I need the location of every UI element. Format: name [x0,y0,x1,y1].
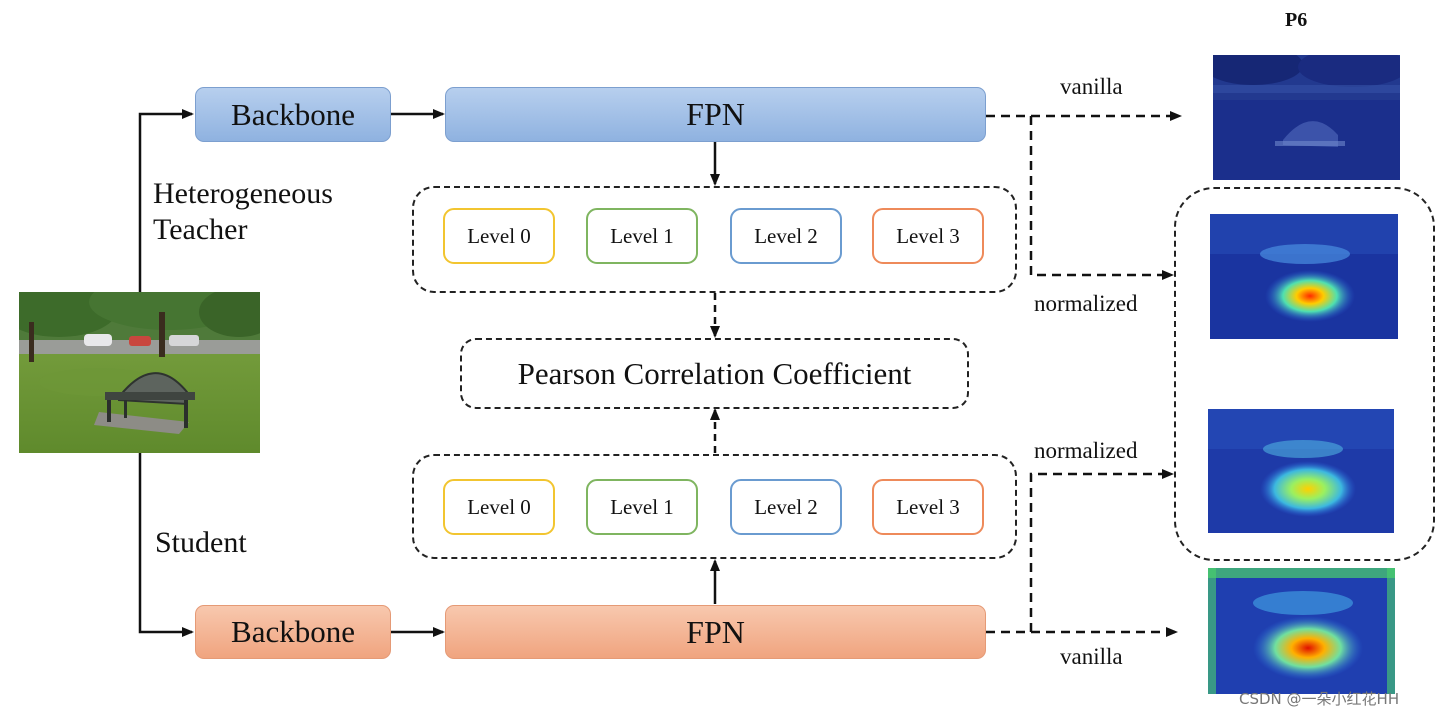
student-normalized-label: normalized [1034,438,1138,463]
student-backbone-label: Backbone [231,614,355,649]
student-levels-group [412,454,1017,559]
teacher-fpn-block: FPN [445,87,986,142]
teacher-level-1-label: Level 1 [610,223,674,248]
teacher-level-3: Level 3 [872,208,984,264]
watermark: CSDN @一朵小红花HH [1239,690,1400,708]
student-vanilla-label: vanilla [1060,644,1123,669]
teacher-vanilla-heatmap [1213,55,1400,180]
teacher-backbone-block: Backbone [195,87,391,142]
arrow-input-to-teacher-backbone [138,109,194,292]
teacher-label: Heterogeneous Teacher [153,176,333,248]
student-level-2-label: Level 2 [754,494,818,519]
teacher-normalized-label: normalized [1034,291,1138,316]
teacher-level-2-label: Level 2 [754,223,818,248]
teacher-normalized-heatmap [1210,214,1398,339]
pearson-correlation-label: Pearson Correlation Coefficient [517,355,912,391]
arrow-input-to-student-backbone [138,453,194,637]
teacher-level-0: Level 0 [443,208,555,264]
student-normalized-heatmap [1208,409,1394,533]
teacher-levels-group [412,186,1017,293]
student-level-3-label: Level 3 [896,494,960,519]
student-fpn-label: FPN [686,613,745,650]
pearson-correlation-box: Pearson Correlation Coefficient [460,338,969,409]
teacher-backbone-label: Backbone [231,96,355,132]
student-level-0-label: Level 0 [467,494,531,519]
student-level-3: Level 3 [872,479,984,535]
student-vanilla-heatmap [1208,568,1395,694]
student-label: Student [155,526,247,559]
student-level-1: Level 1 [586,479,698,535]
teacher-level-1: Level 1 [586,208,698,264]
student-fpn-block: FPN [445,605,986,659]
student-level-0: Level 0 [443,479,555,535]
teacher-label-line2: Teacher [153,213,248,246]
teacher-level-0-label: Level 0 [467,223,531,248]
arrow-teacher-normalized [1029,116,1174,280]
arrow-student-normalized [1029,469,1174,632]
student-backbone-block: Backbone [195,605,391,659]
input-bench-image [19,292,260,453]
student-level-1-label: Level 1 [610,494,674,519]
teacher-fpn-label: FPN [686,96,745,132]
teacher-level-2: Level 2 [730,208,842,264]
student-level-2: Level 2 [730,479,842,535]
teacher-label-line1: Heterogeneous [153,177,333,210]
teacher-vanilla-label: vanilla [1060,74,1123,99]
normalized-maps-group [1174,187,1435,561]
teacher-level-3-label: Level 3 [896,223,960,248]
p6-column-title: P6 [1285,9,1308,31]
